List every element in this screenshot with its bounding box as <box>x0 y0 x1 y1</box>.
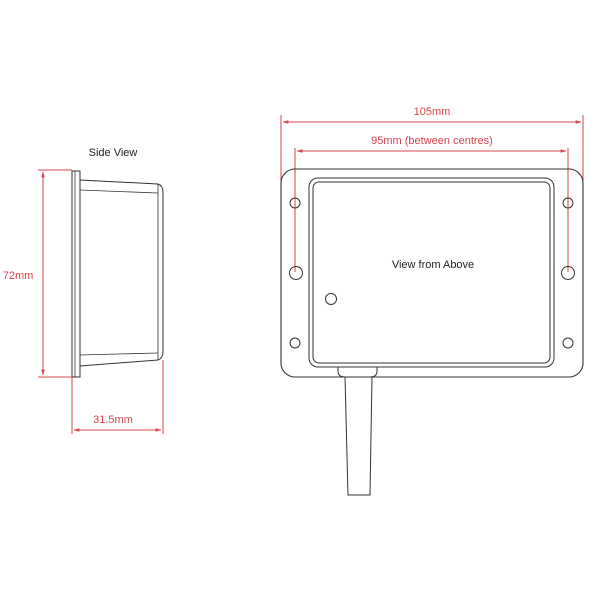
side-view: Side View 72mm 31.5mm <box>3 147 164 434</box>
mounting-hole <box>289 266 303 280</box>
top-view: 105mm 95mm (between centres) View from A… <box>280 106 584 496</box>
lid-outer <box>308 177 555 368</box>
side-view-title: Side View <box>89 147 138 159</box>
side-body <box>79 179 164 367</box>
indicator-hole <box>325 293 337 305</box>
side-flange <box>71 170 81 378</box>
width-label: 105mm <box>414 106 451 118</box>
cable <box>344 376 373 496</box>
height-label: 72mm <box>3 270 34 282</box>
mounting-hole <box>289 337 301 349</box>
lid-inner <box>312 181 551 364</box>
depth-label: 31.5mm <box>93 414 133 426</box>
mounting-hole <box>561 266 575 280</box>
mounting-hole <box>289 197 301 209</box>
base-plate <box>280 168 584 378</box>
mounting-hole <box>562 197 574 209</box>
cable-gland <box>337 367 378 378</box>
mounting-hole <box>562 337 574 349</box>
hole-spacing-label: 95mm (between centres) <box>371 135 493 147</box>
top-view-title: View from Above <box>392 259 474 271</box>
